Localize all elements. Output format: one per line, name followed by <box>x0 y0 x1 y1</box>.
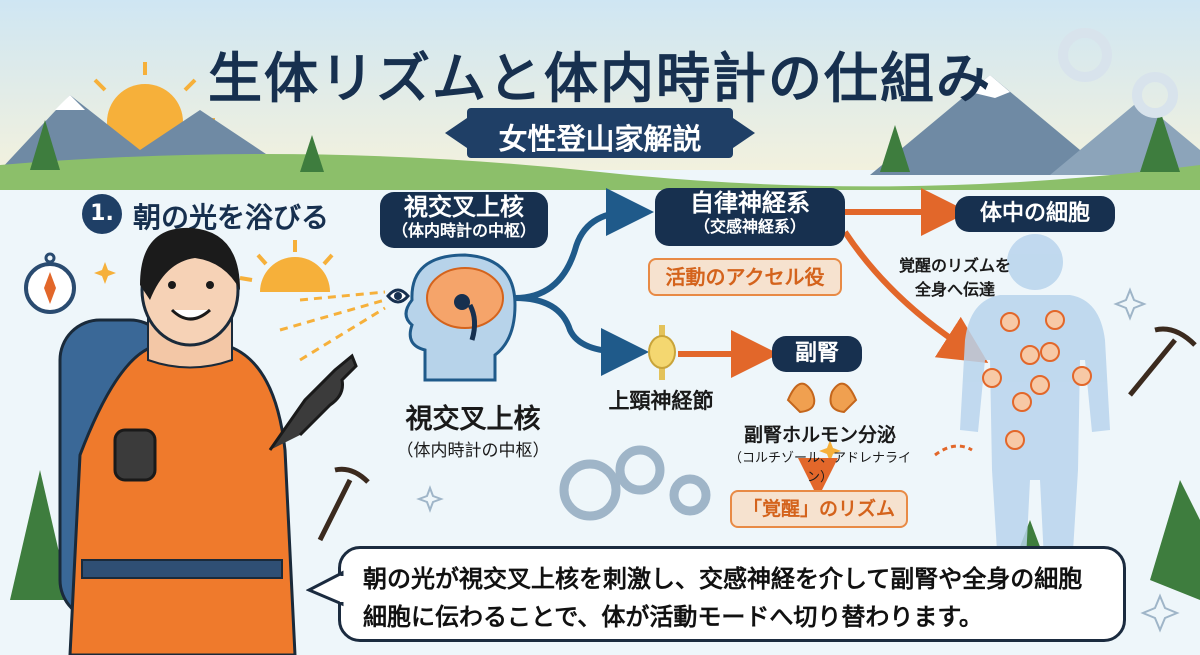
scn-bottom-sub: （体内時計の中枢） <box>396 441 550 461</box>
scn-top-pill: 視交叉上核 （体内時計の中枢） <box>380 192 548 248</box>
hormone-node: 副腎ホルモン分泌 （コルチゾール、アドレナライン） <box>722 420 918 485</box>
sparkle-icon <box>416 287 1180 633</box>
scn-top-label: 視交叉上核 <box>404 193 524 221</box>
hiker-woman-icon <box>58 227 358 655</box>
wake-rhythm-box: 「覚醒」のリズム <box>730 490 908 528</box>
light-rays <box>279 290 386 362</box>
ice-axe-icon <box>317 326 1197 542</box>
autonomic-sub: （交感神経系） <box>693 217 806 236</box>
subtitle-banner: 女性登山家解説 <box>445 108 755 158</box>
adrenal-icon <box>786 382 858 414</box>
explanation-bubble: 朝の光が視交叉上核を刺激し、交感神経を介して副腎や全身の細胞 細胞に伝わることで… <box>338 546 1126 642</box>
sun-icon <box>239 240 334 292</box>
cell-icons <box>982 310 1092 450</box>
eye-icon <box>386 288 410 304</box>
brain-head-icon <box>404 253 517 382</box>
subtitle-text: 女性登山家解説 <box>498 122 702 156</box>
explanation-line-1: 朝の光が視交叉上核を刺激し、交感神経を介して副腎や全身の細胞 <box>363 565 1083 593</box>
hormone-label: 副腎ホルモン分泌 <box>743 424 896 446</box>
autonomic-label: 自律神経系 <box>690 189 810 217</box>
body-note: 覚醒のリズムを 全身へ伝達 <box>880 252 1030 300</box>
body-note-line1: 覚醒のリズムを <box>898 256 1011 275</box>
bubble-tail <box>306 570 346 607</box>
ganglion-icon <box>648 325 676 380</box>
step-label: 朝の光を浴びる <box>133 201 330 234</box>
page-title: 生体リズムと体内時計の仕組み <box>208 47 992 110</box>
gear-icon <box>1058 28 1178 118</box>
scn-top-sub: （体内時計の中枢） <box>391 221 536 240</box>
compass-icon <box>24 252 76 314</box>
ganglion-label: 上頸神経節 <box>608 389 714 413</box>
accelerator-box: 活動のアクセル役 <box>648 258 842 296</box>
explanation-line-2: 細胞に伝わることで、体が活動モードへ切り替わります。 <box>363 603 983 631</box>
hormone-sub: （コルチゾール、アドレナライン） <box>728 451 911 485</box>
autonomic-pill: 自律神経系 （交感神経系） <box>655 188 845 246</box>
body-note-line2: 全身へ伝達 <box>914 280 995 299</box>
mountain-icon <box>0 75 1200 175</box>
gear-icon <box>559 445 711 521</box>
body-cells-pill: 体中の細胞 <box>955 196 1115 232</box>
scn-bottom-node: 視交叉上核 （体内時計の中枢） <box>382 397 564 461</box>
scn-bottom-label: 視交叉上核 <box>405 404 541 435</box>
adrenal-pill: 副腎 <box>772 336 862 372</box>
step-number-badge: 1. <box>82 194 122 234</box>
